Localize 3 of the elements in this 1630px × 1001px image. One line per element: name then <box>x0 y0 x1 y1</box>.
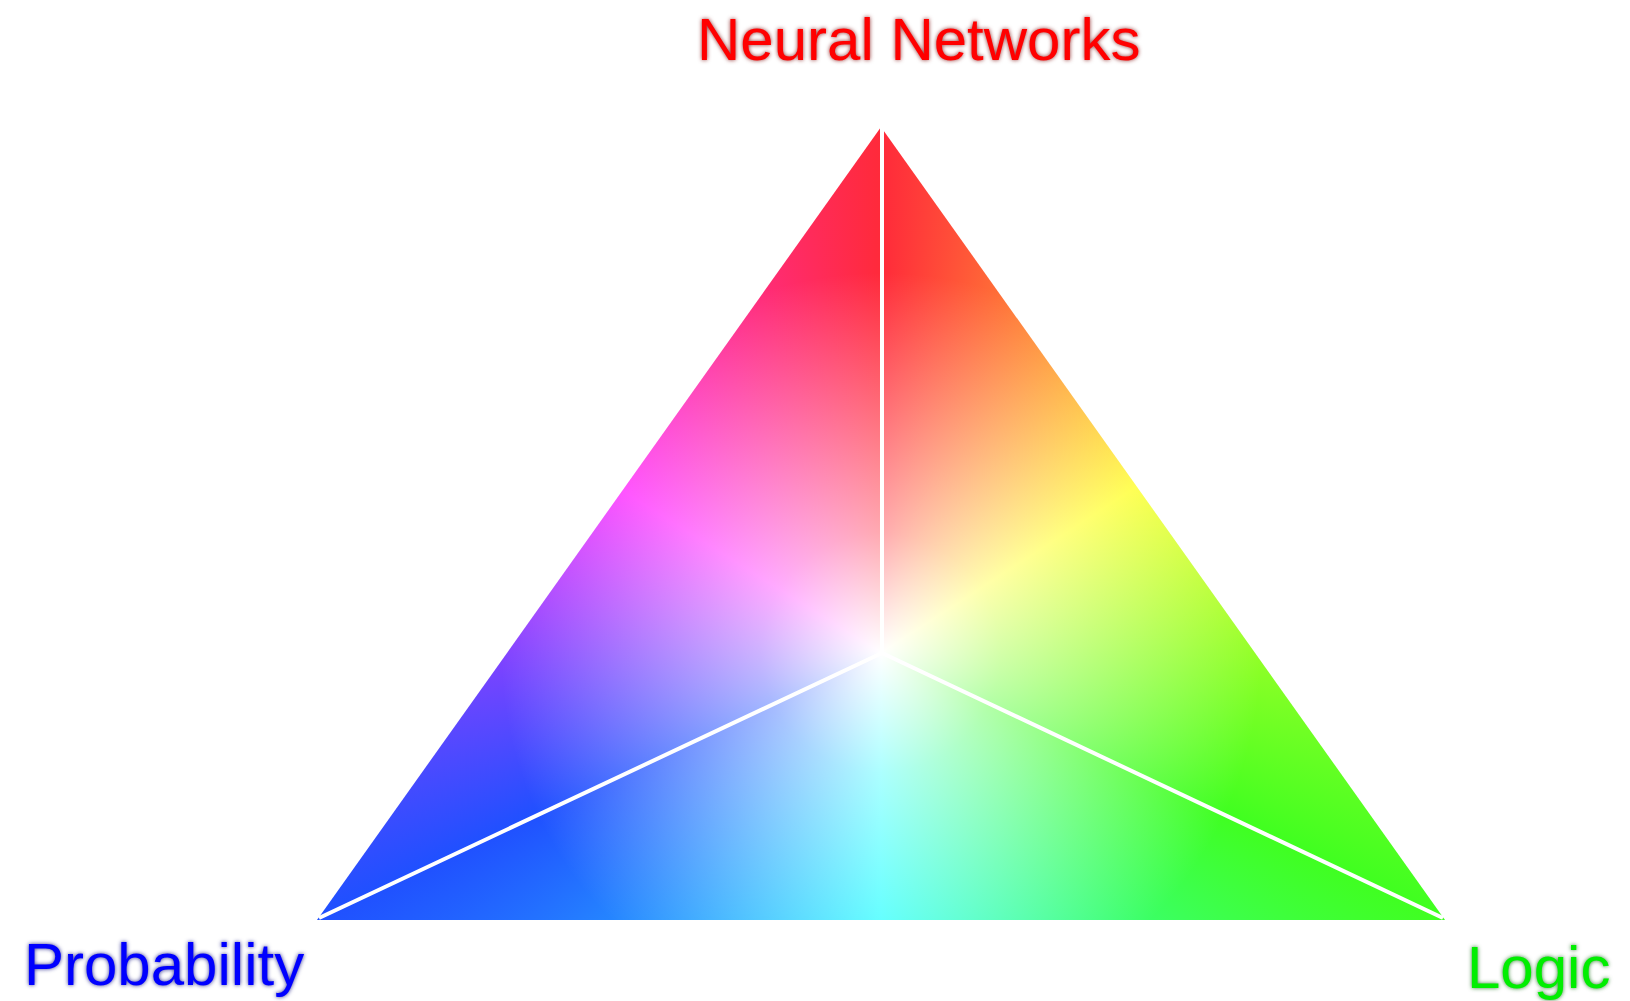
corner-label: Probability <box>24 935 305 995</box>
corner-label: Logic <box>1467 938 1611 998</box>
corner-label: Neural Networks <box>697 10 1141 70</box>
